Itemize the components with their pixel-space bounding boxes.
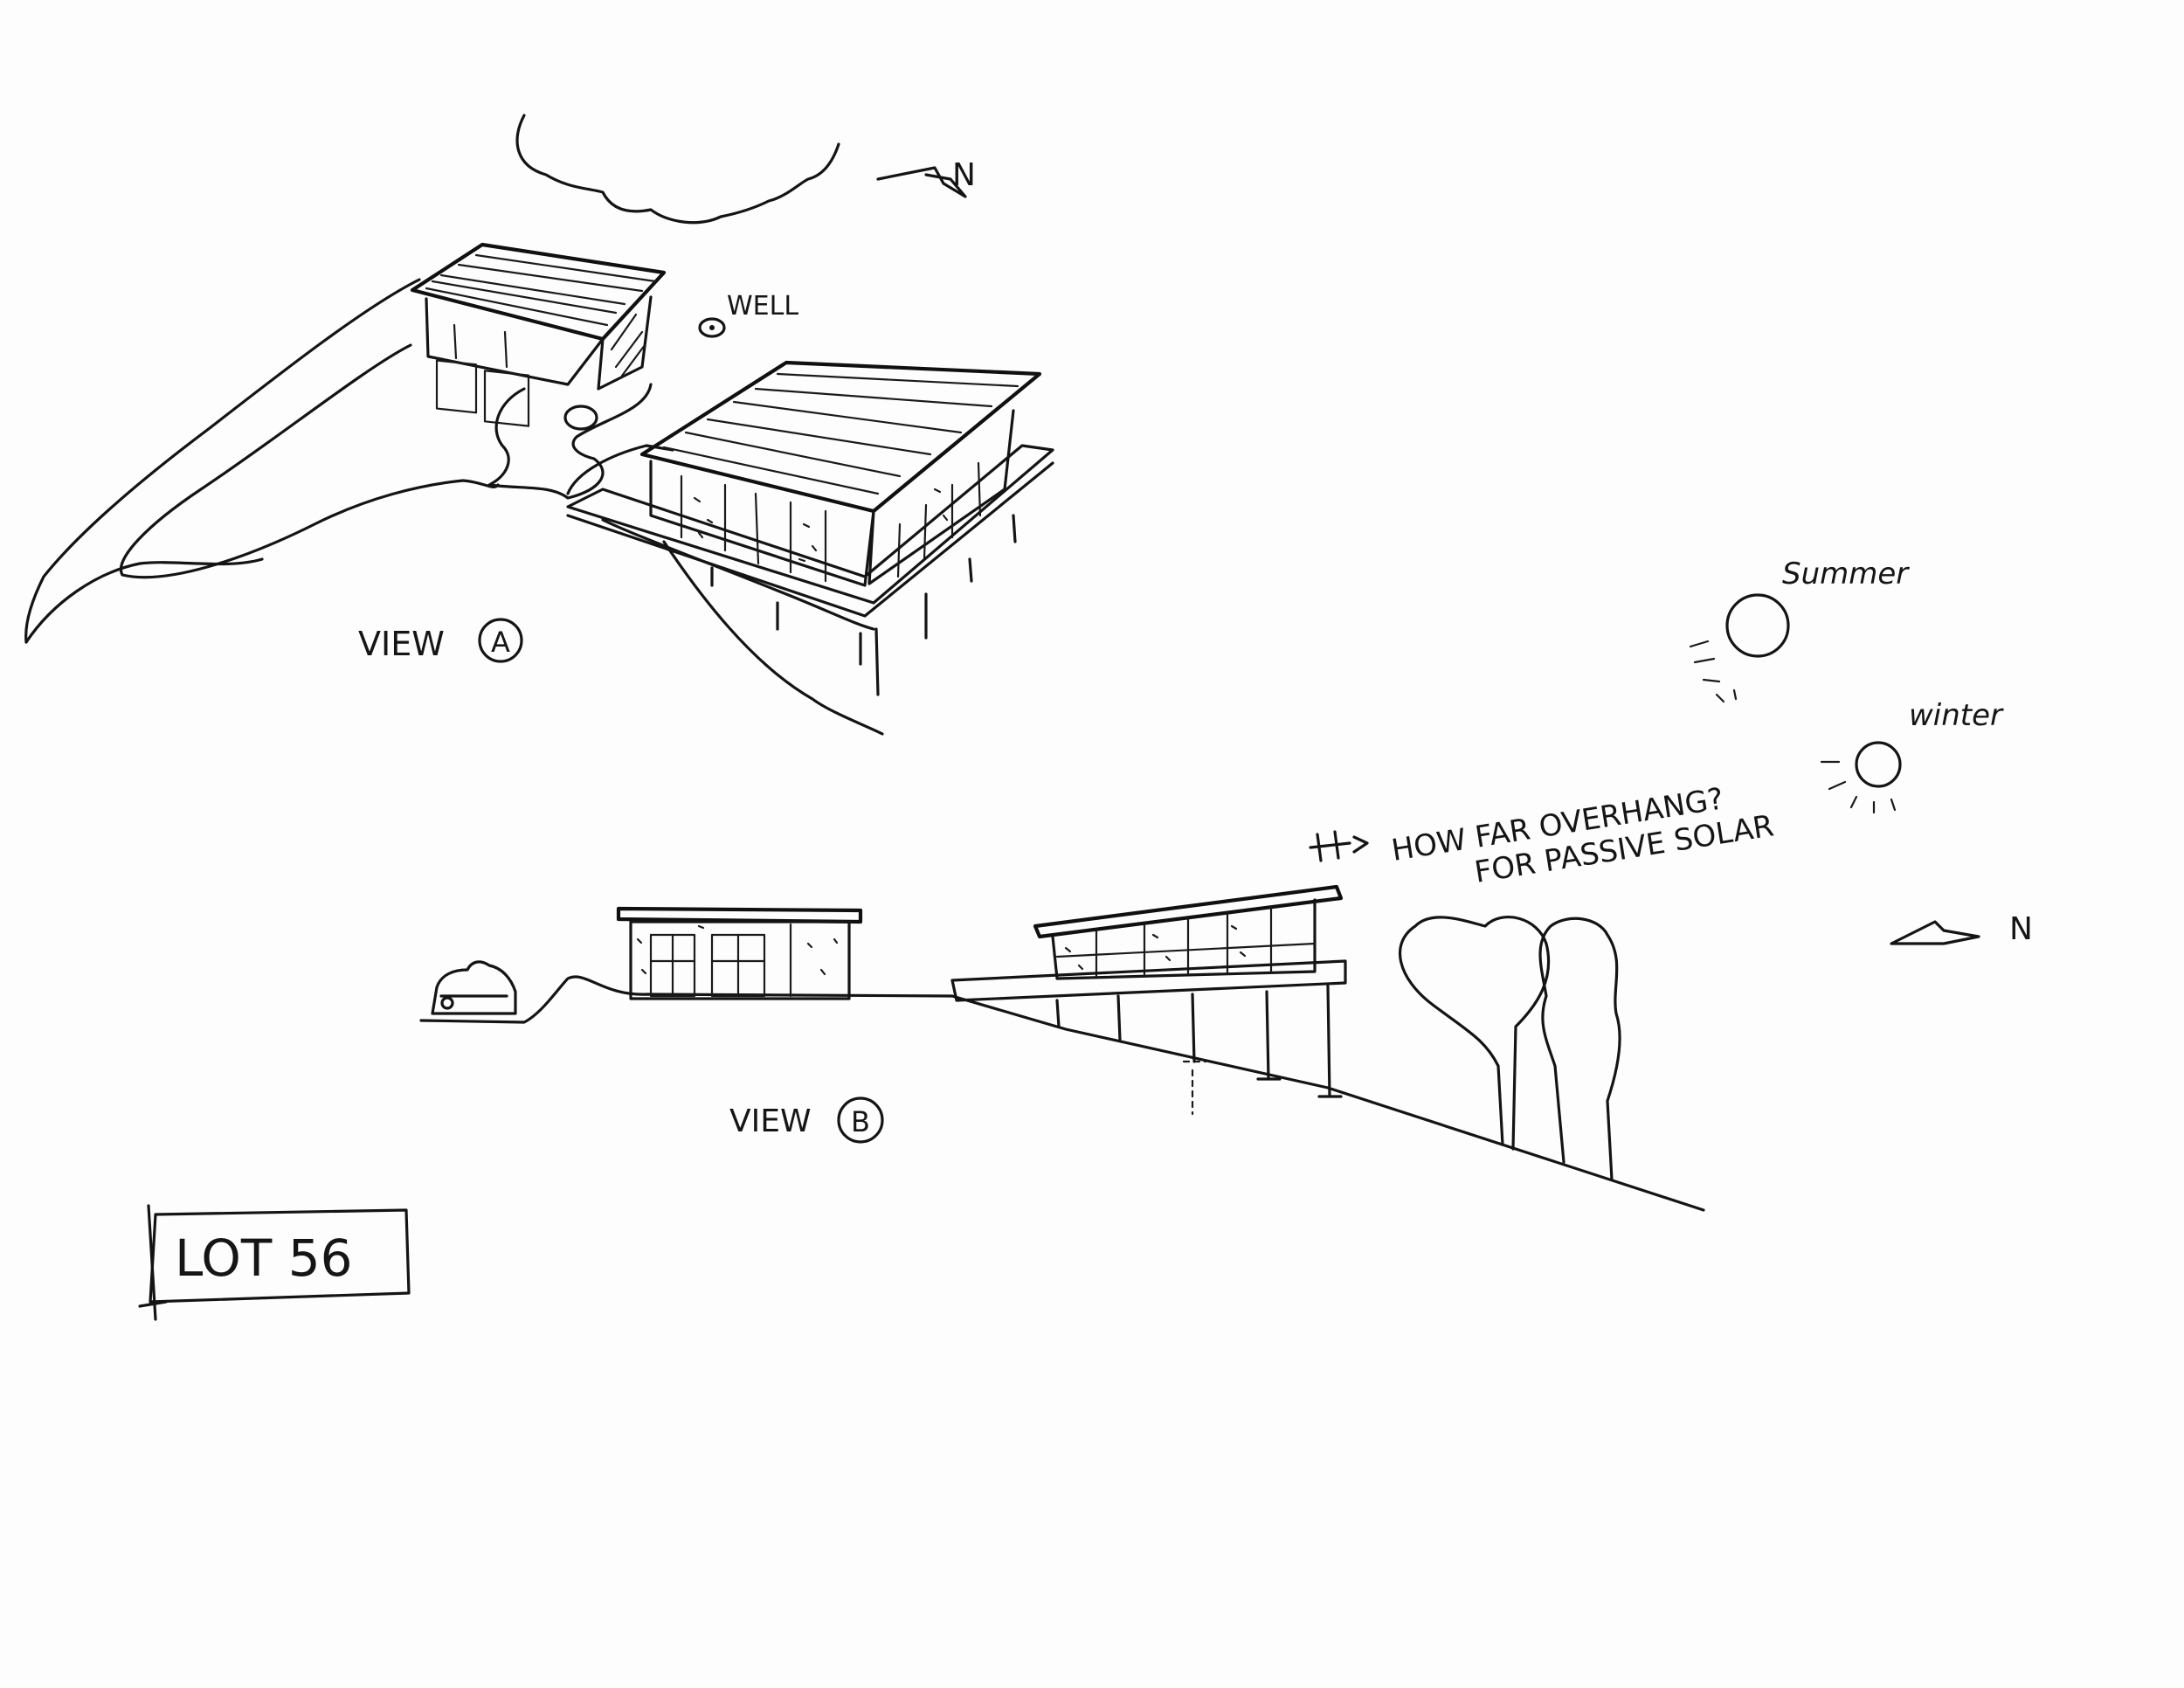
north-label-top: N — [952, 157, 976, 193]
main-roof-hatching — [662, 372, 1019, 495]
main-house-side-wall — [867, 409, 1015, 585]
winter-sun-rays — [1820, 760, 1897, 814]
view-b-section-sketch: N — [419, 884, 2033, 1212]
overhang-annotation: HOW FAR OVERHANG? FOR PASSIVE SOLAR — [1309, 781, 1776, 890]
view-a-label: VIEW — [358, 625, 445, 663]
summer-sun-icon — [1725, 593, 1790, 658]
hill-slope-view-b — [950, 994, 1705, 1212]
garage-side-wall — [597, 295, 653, 391]
view-a-badge-circle — [478, 618, 523, 663]
summer-sun-group: Summer — [1689, 557, 1910, 703]
lot-box-overshoot — [138, 1204, 168, 1321]
summer-sun-rays — [1689, 640, 1738, 703]
north-arrow-top-icon — [876, 166, 967, 198]
north-label-bottom: N — [2009, 911, 2033, 947]
garage-roof — [410, 242, 667, 342]
driveway-inner-edge — [119, 343, 500, 579]
elevation-stilts — [1055, 984, 1343, 1098]
garage-windows — [435, 313, 646, 427]
main-house-stone-texture — [693, 488, 949, 563]
view-a-label-group: VIEW A — [358, 618, 523, 663]
main-house-elevation-windows — [1055, 905, 1317, 979]
overhang-dimension-icon — [1309, 830, 1369, 862]
driveway-outer-edge — [24, 278, 421, 644]
entry-walk — [566, 444, 674, 495]
winter-sun-group: winter — [1820, 698, 2004, 814]
main-house-elevation-body — [1051, 898, 1317, 980]
view-a-badge-letter: A — [491, 626, 510, 659]
winter-label: winter — [1909, 698, 2004, 733]
north-arrow-bottom-icon — [1890, 920, 1980, 945]
view-b-label-group: VIEW B — [729, 1097, 884, 1144]
lot-label: LOT 56 — [175, 1228, 353, 1288]
well-dot — [709, 325, 715, 330]
deck-stilts — [710, 514, 1017, 696]
car-icon — [431, 960, 517, 1015]
well-label: WELL — [727, 291, 798, 322]
main-house-elevation-texture — [1064, 924, 1247, 971]
garage-elevation-doors — [649, 923, 792, 998]
driveway-lower-edge — [24, 557, 264, 644]
tree-canopy-outline — [515, 114, 840, 225]
entry-planter — [563, 405, 598, 431]
ground-line — [419, 975, 954, 1024]
main-house-windows — [680, 461, 982, 583]
lot-label-box: LOT 56 — [138, 1204, 411, 1321]
tree-right — [1538, 917, 1621, 1181]
summer-label: Summer — [1782, 557, 1910, 591]
view-b-label: VIEW — [729, 1103, 812, 1139]
garage-elevation-body — [629, 920, 851, 1000]
garage-roof-hatching — [425, 253, 657, 327]
well-symbol — [698, 317, 726, 338]
view-a-aerial-sketch: WELL — [24, 114, 1054, 736]
garage-elevation-texture — [636, 924, 839, 976]
main-house-roof — [639, 360, 1042, 514]
deck-elevation — [950, 959, 1347, 1002]
entry-path — [487, 383, 653, 500]
footing-dashed — [1182, 1060, 1207, 1116]
north-arrow-bottom: N — [1890, 911, 2033, 947]
garage-elevation-roof — [616, 906, 863, 924]
garage-front-wall — [425, 297, 605, 386]
main-house-elevation — [950, 884, 1347, 1116]
garage-elevation — [616, 906, 863, 1000]
tree-left — [1399, 916, 1551, 1151]
view-b-badge-letter: B — [851, 1105, 870, 1138]
deck-lower-edge — [601, 518, 875, 631]
main-house-elevation-roof — [1033, 884, 1344, 939]
hill-slope-view-a — [662, 540, 884, 736]
north-arrow-top: N — [876, 157, 976, 198]
deck-edge — [566, 461, 1054, 618]
deck-outline — [566, 444, 1054, 605]
view-b-badge-circle — [837, 1097, 884, 1144]
winter-sun-icon — [1855, 741, 1902, 788]
